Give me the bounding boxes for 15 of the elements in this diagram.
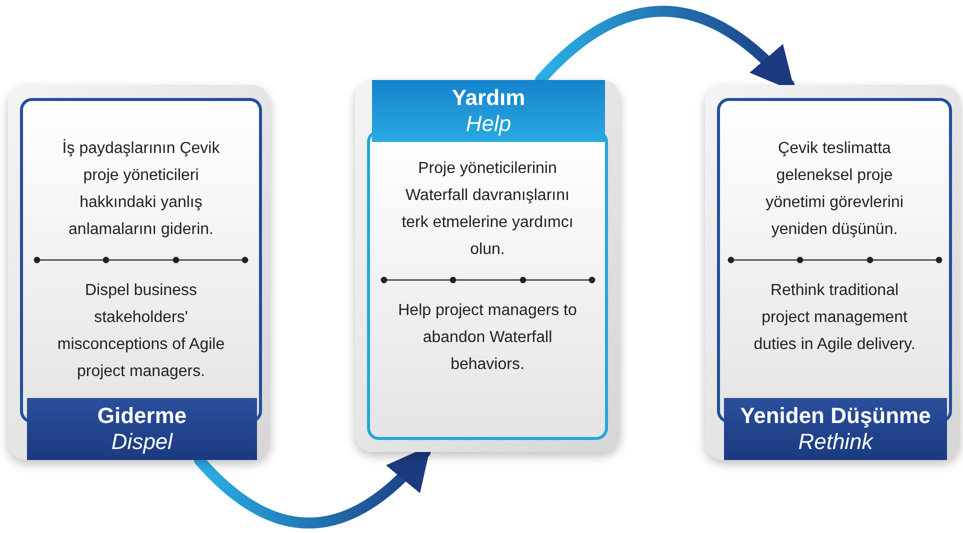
description-text: Çevik teslimatta geleneksel proje yönetimi görevlerini yeniden düşünün. — [764, 139, 904, 240]
card — [355, 80, 620, 452]
heading-text: Yeniden Düşünme — [740, 403, 931, 429]
description-text: Dispel business stakeholders' misconceptions of Agile project managers. — [56, 281, 226, 382]
description-text: Help project managers to abandon Waterfall behaviors. — [397, 301, 578, 375]
heading-text: Giderme — [97, 403, 187, 429]
description-text: İş paydaşlarının Çevik proje yöneticileri hakkındaki yanlış anlamalarını giderin. — [61, 138, 221, 240]
subheading-text: Help — [466, 111, 512, 137]
card — [705, 85, 960, 460]
heading-text: Yardım — [452, 85, 526, 111]
description-text: Proje yöneticilerinin Waterfall davranışlarını terk etmelerine yardımcı olun. — [400, 159, 574, 260]
card — [8, 85, 270, 460]
subheading-text: Dispel — [111, 429, 173, 455]
subheading-text: Rethink — [798, 429, 873, 455]
description-text: Rethink traditional project management duties in Agile delivery. — [752, 281, 916, 355]
